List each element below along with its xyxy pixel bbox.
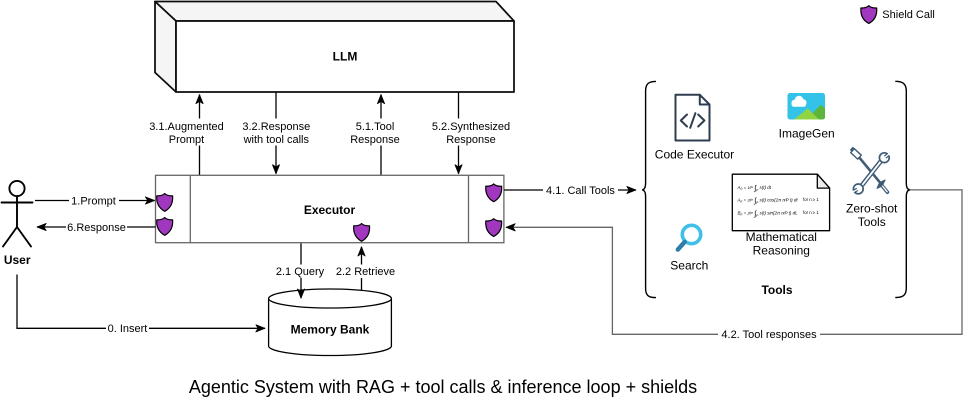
- svg-text:Shield Call: Shield Call: [882, 9, 935, 21]
- svg-text:1.Prompt: 1.Prompt: [71, 195, 116, 207]
- svg-text:Executor: Executor: [304, 203, 356, 217]
- svg-text:A0 = 1⁄P ∫P s(t) dt: A0 = 1⁄P ∫P s(t) dt: [737, 183, 772, 192]
- svg-text:6.Response: 6.Response: [67, 222, 126, 234]
- svg-text:Response: Response: [350, 134, 400, 146]
- svg-text:for n ≥ 1: for n ≥ 1: [803, 210, 819, 215]
- svg-text:4.1. Call Tools: 4.1. Call Tools: [546, 185, 615, 197]
- svg-text:Prompt: Prompt: [169, 134, 204, 146]
- svg-text:Bn = 2⁄P ∫P s(t) sin(2π n⁄P t): Bn = 2⁄P ∫P s(t) sin(2π n⁄P t) dt,: [738, 209, 798, 218]
- svg-text:Tools: Tools: [761, 283, 792, 297]
- svg-text:2.1 Query: 2.1 Query: [276, 266, 325, 278]
- svg-text:0. Insert: 0. Insert: [108, 323, 148, 335]
- svg-text:Tools: Tools: [858, 215, 886, 229]
- svg-text:4.2. Tool responses: 4.2. Tool responses: [721, 329, 817, 341]
- svg-text:Reasoning: Reasoning: [753, 243, 810, 257]
- svg-text:ImageGen: ImageGen: [779, 126, 835, 140]
- svg-text:Mathematical: Mathematical: [746, 230, 817, 244]
- svg-text:Search: Search: [670, 259, 708, 273]
- svg-text:for n ≥ 1: for n ≥ 1: [803, 197, 819, 202]
- svg-text:LLM: LLM: [333, 50, 358, 64]
- svg-text:2.2 Retrieve: 2.2 Retrieve: [336, 266, 395, 278]
- svg-text:Code Executor: Code Executor: [655, 148, 734, 162]
- svg-text:Response: Response: [446, 134, 496, 146]
- svg-text:3.2.Response: 3.2.Response: [242, 121, 310, 133]
- svg-text:5.2.Synthesized: 5.2.Synthesized: [432, 121, 510, 133]
- svg-text:with tool calls: with tool calls: [243, 134, 310, 146]
- svg-text:3.1.Augmented: 3.1.Augmented: [149, 121, 224, 133]
- svg-text:User: User: [4, 253, 31, 267]
- svg-text:Zero-shot: Zero-shot: [846, 202, 898, 216]
- svg-text:5.1.Tool: 5.1.Tool: [356, 121, 395, 133]
- svg-text:Agentic System with RAG + tool: Agentic System with RAG + tool calls & i…: [189, 377, 697, 397]
- svg-text:An = 2⁄P ∫P s(t) cos(2π n⁄P t): An = 2⁄P ∫P s(t) cos(2π n⁄P t) dt: [737, 196, 799, 205]
- svg-text:Memory Bank: Memory Bank: [291, 323, 370, 337]
